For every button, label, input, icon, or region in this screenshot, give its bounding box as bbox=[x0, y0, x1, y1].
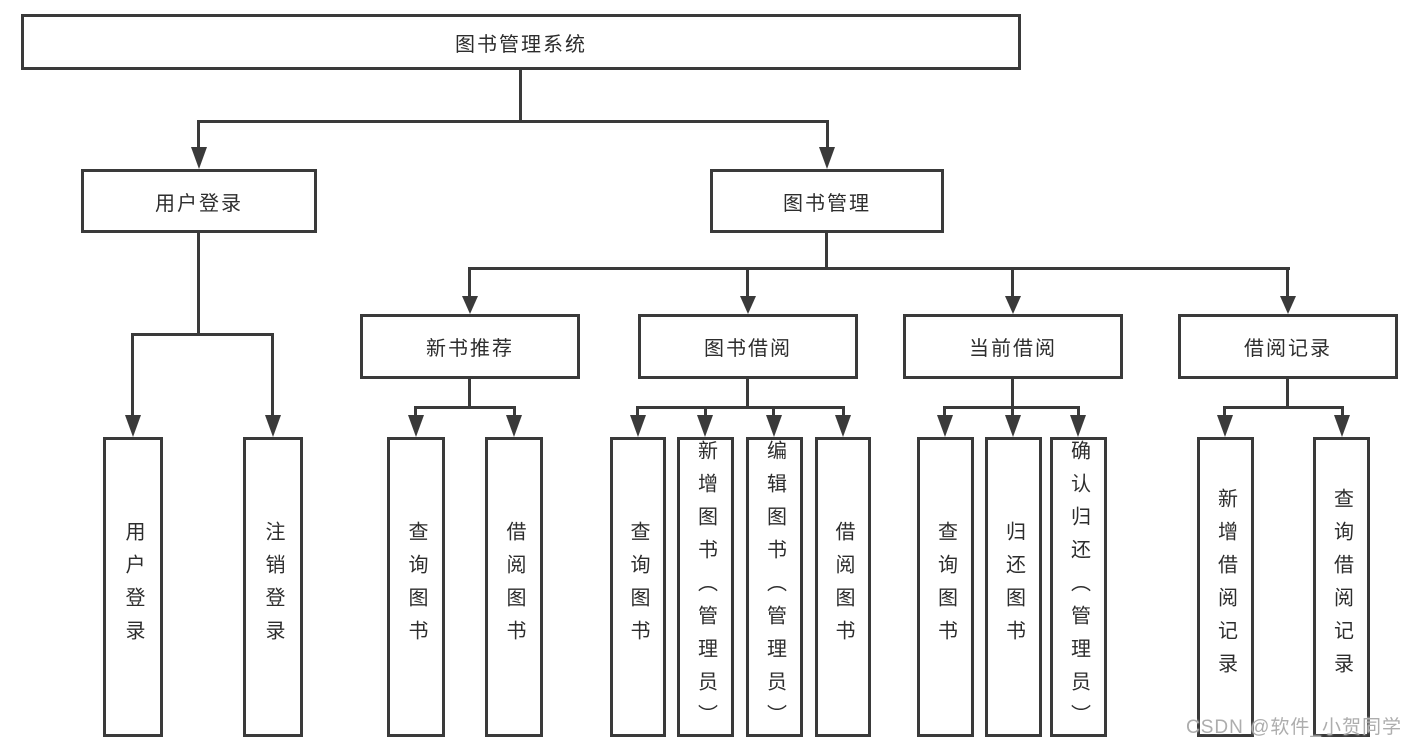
leaf-logout: 注销登录 bbox=[243, 437, 303, 737]
arrow-to-g2c3 bbox=[766, 415, 782, 437]
arrow-to-logout-leaf bbox=[265, 415, 281, 437]
arrow-to-g2c1 bbox=[630, 415, 646, 437]
node-borrow-records: 借阅记录 bbox=[1178, 314, 1398, 379]
connector-drop-g2c3 bbox=[772, 406, 775, 418]
connector-root-bar bbox=[197, 120, 829, 123]
connector-drop-g2c4 bbox=[842, 406, 845, 418]
node-book-mgmt: 图书管理 bbox=[710, 169, 944, 233]
node-library-system: 图书管理系统 bbox=[21, 14, 1021, 70]
connector-drop-logout-leaf bbox=[271, 333, 274, 417]
connector-new-books-bar bbox=[414, 406, 516, 409]
arrow-to-g3c1 bbox=[937, 415, 953, 437]
connector-user-login-bar bbox=[131, 333, 274, 336]
connector-drop-g1c2 bbox=[513, 406, 516, 418]
arrow-to-login-leaf bbox=[125, 415, 141, 437]
arrow-to-g4c2 bbox=[1334, 415, 1350, 437]
leaf-newbooks-query: 查询图书 bbox=[387, 437, 445, 737]
connector-book-mgmt-bar bbox=[468, 267, 1290, 270]
connector-drop-login-leaf bbox=[131, 333, 134, 417]
leaf-newbooks-borrow: 借阅图书 bbox=[485, 437, 543, 737]
arrow-to-g4c1 bbox=[1217, 415, 1233, 437]
connector-drop-borrow-records bbox=[1286, 267, 1289, 298]
leaf-records-add: 新增借阅记录 bbox=[1197, 437, 1254, 737]
leaf-user-login: 用户登录 bbox=[103, 437, 163, 737]
connector-user-login-stem bbox=[197, 231, 200, 336]
arrow-to-g3c2 bbox=[1005, 415, 1021, 437]
connector-drop-g4c2 bbox=[1341, 406, 1344, 418]
node-user-login: 用户登录 bbox=[81, 169, 317, 233]
arrow-to-current-borrow bbox=[1005, 296, 1021, 314]
connector-drop-user-login bbox=[197, 120, 200, 149]
leaf-current-return: 归还图书 bbox=[985, 437, 1042, 737]
connector-borrow-records-bar bbox=[1223, 406, 1344, 409]
connector-drop-g1c1 bbox=[414, 406, 417, 418]
leaf-borrow-query: 查询图书 bbox=[610, 437, 666, 737]
arrow-to-new-books bbox=[462, 296, 478, 314]
leaf-borrow-borrow: 借阅图书 bbox=[815, 437, 871, 737]
connector-new-books-stem bbox=[468, 377, 471, 409]
leaf-current-confirm-admin: 确认归还（管理员） bbox=[1050, 437, 1107, 737]
arrow-to-g2c2 bbox=[697, 415, 713, 437]
connector-drop-new-books bbox=[468, 267, 471, 298]
arrow-to-g1c1 bbox=[408, 415, 424, 437]
arrow-to-g2c4 bbox=[835, 415, 851, 437]
leaf-borrow-add-admin: 新增图书（管理员） bbox=[677, 437, 734, 737]
node-new-books: 新书推荐 bbox=[360, 314, 580, 379]
arrow-to-book-borrow bbox=[740, 296, 756, 314]
connector-drop-g4c1 bbox=[1223, 406, 1226, 418]
connector-current-borrow-stem bbox=[1011, 377, 1014, 409]
leaf-records-query: 查询借阅记录 bbox=[1313, 437, 1370, 737]
leaf-current-query: 查询图书 bbox=[917, 437, 974, 737]
arrow-to-book-mgmt bbox=[819, 147, 835, 169]
arrow-to-g3c3 bbox=[1070, 415, 1086, 437]
arrow-to-user-login bbox=[191, 147, 207, 169]
arrow-to-borrow-records bbox=[1280, 296, 1296, 314]
connector-drop-g3c2 bbox=[1011, 406, 1014, 418]
csdn-watermark: CSDN @软件_小贺同学 bbox=[1186, 717, 1402, 738]
connector-drop-g3c1 bbox=[943, 406, 946, 418]
node-current-borrow: 当前借阅 bbox=[903, 314, 1123, 379]
connector-book-borrow-stem bbox=[746, 377, 749, 409]
leaf-borrow-edit-admin: 编辑图书（管理员） bbox=[746, 437, 803, 737]
node-book-borrow: 图书借阅 bbox=[638, 314, 858, 379]
connector-drop-g2c2 bbox=[704, 406, 707, 418]
connector-book-borrow-bar bbox=[636, 406, 845, 409]
connector-root-stem bbox=[519, 68, 522, 122]
connector-drop-book-borrow bbox=[746, 267, 749, 298]
arrow-to-g1c2 bbox=[506, 415, 522, 437]
connector-book-mgmt-stem bbox=[825, 231, 828, 270]
connector-drop-g3c3 bbox=[1077, 406, 1080, 418]
connector-drop-g2c1 bbox=[636, 406, 639, 418]
connector-borrow-records-stem bbox=[1286, 377, 1289, 409]
connector-drop-book-mgmt bbox=[826, 120, 829, 149]
connector-drop-current-borrow bbox=[1011, 267, 1014, 298]
